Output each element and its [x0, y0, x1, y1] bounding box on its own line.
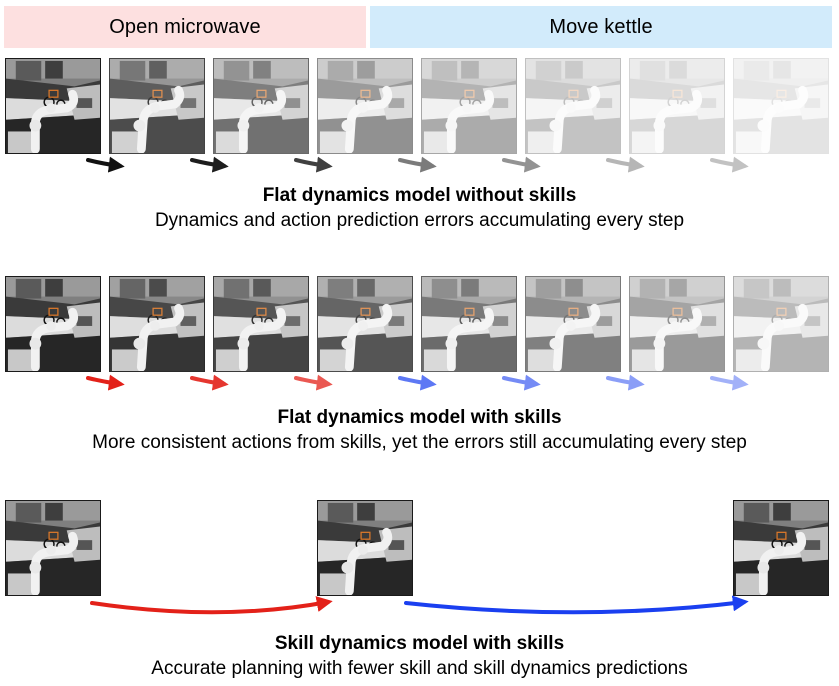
banner-open-microwave: Open microwave	[4, 6, 366, 48]
row1-frame-6	[525, 58, 621, 154]
row1-step-arrow-4	[398, 156, 437, 173]
row2-frame-1	[5, 276, 101, 372]
row3-frame-start	[5, 500, 101, 596]
row1-frame-4	[317, 58, 413, 154]
row2-step-arrow-4	[398, 374, 437, 391]
row1-subtitle: Dynamics and action prediction errors ac…	[154, 210, 685, 231]
row2-frame-5	[421, 276, 517, 372]
row2-step-arrow-1	[86, 374, 125, 391]
row1-step-arrow-5	[502, 156, 541, 173]
row2-frame-4	[317, 276, 413, 372]
row2-subtitle: More consistent actions from skills, yet…	[92, 432, 747, 453]
row2-step-arrow-5	[502, 374, 541, 391]
row1-frame-7	[629, 58, 725, 154]
row2-frame-2	[109, 276, 205, 372]
row1-step-arrow-6	[606, 156, 645, 173]
row3-skill-arrow-blue	[404, 595, 749, 615]
row2-caption: Flat dynamics model with skills More con…	[0, 406, 839, 455]
banner-move-kettle-label: Move kettle	[549, 15, 653, 38]
row3-frame-middle	[317, 500, 413, 596]
row1-title: Flat dynamics model without skills	[262, 185, 577, 206]
banner-move-kettle: Move kettle	[370, 6, 832, 48]
row3-subtitle: Accurate planning with fewer skill and s…	[151, 658, 688, 679]
row1-step-arrow-1	[86, 156, 125, 173]
row1-frame-5	[421, 58, 517, 154]
row1-caption: Flat dynamics model without skills Dynam…	[0, 184, 839, 233]
row2-frame-7	[629, 276, 725, 372]
row2-frame-8	[733, 276, 829, 372]
row1-frame-1	[5, 58, 101, 154]
row1-frame-3	[213, 58, 309, 154]
row3-caption: Skill dynamics model with skills Accurat…	[0, 632, 839, 681]
row3-title: Skill dynamics model with skills	[274, 633, 565, 654]
row2-title: Flat dynamics model with skills	[277, 407, 562, 428]
row1-step-arrow-2	[190, 156, 229, 173]
row2-step-arrow-3	[294, 374, 333, 391]
row1-step-arrow-7	[710, 156, 749, 173]
row1-frame-2	[109, 58, 205, 154]
banner-open-microwave-label: Open microwave	[109, 15, 261, 38]
row2-frame-3	[213, 276, 309, 372]
row2-step-arrow-2	[190, 374, 229, 391]
row2-frame-6	[525, 276, 621, 372]
row3-skill-arrow-red	[90, 596, 333, 615]
row2-step-arrow-7	[710, 374, 749, 391]
row1-step-arrow-3	[294, 156, 333, 173]
row3-frame-end	[733, 500, 829, 596]
row2-step-arrow-6	[606, 374, 645, 391]
row1-frame-8	[733, 58, 829, 154]
